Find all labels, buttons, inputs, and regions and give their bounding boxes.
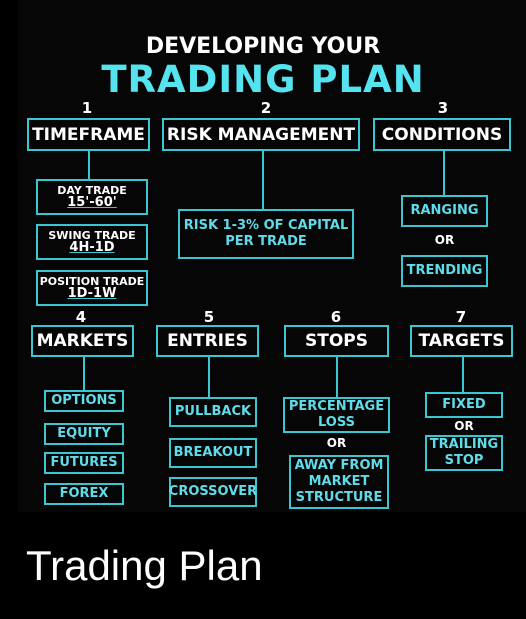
stops-header: STOPS [284, 325, 389, 357]
targets-connector [462, 357, 464, 392]
swing-trade-label: SWING TRADE [48, 229, 136, 242]
ranging-box: RANGING [401, 195, 488, 227]
entry-breakout-box: BREAKOUT [169, 438, 257, 468]
target-trailing-line-2: STOP [444, 453, 484, 468]
step-number-2: 2 [260, 99, 272, 117]
markets-connector [83, 357, 85, 390]
stop-structure-line-3: STRUCTURE [295, 490, 383, 505]
step-number-3: 3 [437, 99, 449, 117]
position-trade-label: POSITION TRADE [39, 275, 145, 288]
market-futures-box: FUTURES [44, 452, 124, 474]
step-number-1: 1 [81, 99, 93, 117]
stops-connector [336, 357, 338, 397]
day-trade-box: DAY TRADE 15'-60' [36, 179, 148, 215]
entries-connector [208, 357, 210, 397]
markets-header: MARKETS [31, 325, 134, 357]
step-number-5: 5 [203, 308, 215, 326]
target-trailing-line-1: TRAILING [429, 437, 499, 452]
target-fixed-box: FIXED [425, 392, 503, 418]
conditions-connector [443, 151, 445, 195]
risk-management-header: RISK MANAGEMENT [162, 118, 360, 151]
targets-or-label: OR [454, 419, 474, 433]
title-line-1: DEVELOPING YOUR [145, 34, 381, 59]
conditions-header: CONDITIONS [373, 118, 511, 151]
day-trade-label: DAY TRADE [57, 184, 127, 197]
timeframe-header: TIMEFRAME [27, 118, 150, 151]
stop-structure-line-1: AWAY FROM [294, 458, 384, 473]
stop-percentage-line-1: PERCENTAGE [288, 399, 385, 414]
step-number-6: 6 [330, 308, 342, 326]
market-equity-box: EQUITY [44, 423, 124, 445]
day-trade-value: 15'-60' [67, 195, 117, 210]
entries-header: ENTRIES [156, 325, 259, 357]
position-trade-value: 1D-1W [67, 286, 117, 301]
risk-detail-box: RISK 1-3% OF CAPITAL PER TRADE [178, 209, 354, 259]
stops-or-label: OR [326, 436, 347, 450]
market-forex-box: FOREX [44, 483, 124, 505]
trending-box: TRENDING [401, 255, 488, 287]
timeframe-connector [88, 151, 90, 179]
risk-detail-line-2: PER TRADE [225, 234, 307, 249]
entry-pullback-box: PULLBACK [169, 397, 257, 427]
caption: Trading Plan [26, 542, 263, 589]
swing-trade-box: SWING TRADE 4H-1D [36, 224, 148, 260]
market-options-box: OPTIONS [44, 390, 124, 412]
swing-trade-value: 4H-1D [69, 240, 115, 255]
stop-percentage-box: PERCENTAGE LOSS [283, 397, 390, 433]
entry-crossover-box: CROSSOVER [169, 477, 257, 507]
step-number-4: 4 [75, 308, 87, 326]
conditions-or-label: OR [434, 233, 455, 247]
stop-structure-box: AWAY FROM MARKET STRUCTURE [289, 455, 389, 509]
position-trade-box: POSITION TRADE 1D-1W [36, 270, 148, 306]
stop-percentage-line-2: LOSS [317, 415, 355, 430]
step-number-7: 7 [455, 308, 467, 326]
risk-connector [262, 151, 264, 209]
targets-header: TARGETS [410, 325, 513, 357]
target-trailing-box: TRAILING STOP [425, 435, 503, 471]
risk-detail-line-1: RISK 1-3% OF CAPITAL [183, 218, 349, 233]
stop-structure-line-2: MARKET [308, 474, 370, 489]
title-line-2: TRADING PLAN [101, 58, 425, 101]
